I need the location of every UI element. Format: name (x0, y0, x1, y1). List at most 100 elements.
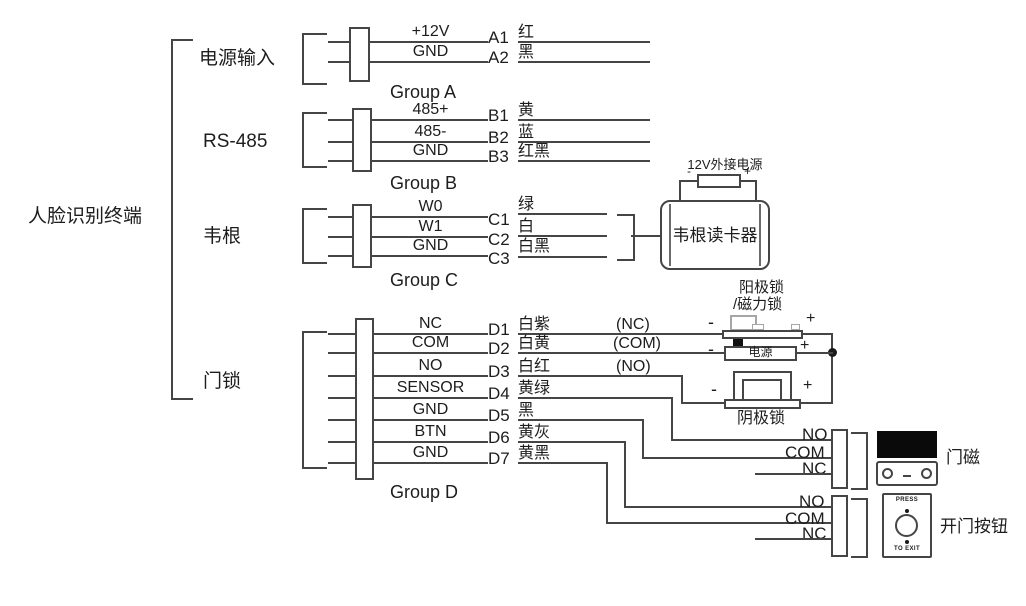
wire (372, 236, 488, 238)
color-wire (642, 419, 644, 459)
door-contact-connector (831, 429, 848, 489)
pin-label: D7 (488, 449, 510, 468)
group-d-bracket (302, 331, 327, 469)
screw-hole-icon (882, 468, 893, 479)
wire (372, 160, 488, 162)
cathode-bus-wire (799, 402, 833, 404)
wire (374, 375, 488, 377)
group-c-bracket (302, 208, 327, 264)
color-wire (518, 397, 673, 399)
wire-color-label: 黄黑 (518, 445, 551, 462)
signal-label: BTN (414, 423, 447, 440)
wire (374, 419, 488, 421)
wire (372, 119, 488, 121)
wire-color-label: 红 (518, 24, 535, 41)
color-wire (518, 213, 607, 215)
wire-stub (328, 119, 352, 121)
wiegand-reader-label: 韦根读卡器 (672, 226, 758, 245)
pin-label: A1 (488, 28, 509, 47)
wire-color-label: 白紫 (518, 316, 551, 333)
group-b-label: RS-485 (203, 131, 268, 152)
color-wire (624, 506, 831, 508)
reader-side-line (669, 204, 671, 266)
cathode-minus-sign: - (711, 379, 717, 399)
terminal-label: 人脸识别终端 (28, 206, 143, 227)
wire-stub (328, 419, 355, 421)
color-wire (518, 462, 608, 464)
wire-color-label: 黄 (518, 102, 535, 119)
color-wire (518, 333, 722, 335)
group-a-name: Group A (390, 82, 457, 102)
pin-label: B1 (488, 106, 509, 125)
screw-hole-icon (921, 468, 932, 479)
wire-stub (328, 352, 355, 354)
reader-power-wire (755, 180, 757, 200)
signal-label: NC (418, 315, 443, 332)
color-wire (606, 522, 831, 524)
wire (370, 61, 488, 63)
wire-stub (328, 333, 355, 335)
color-wire (518, 375, 683, 377)
group-d-name: Group D (390, 482, 459, 502)
cathode-lock-label: 阴极锁 (737, 410, 786, 427)
signal-label: W0 (418, 198, 443, 215)
reader-bracket (617, 214, 635, 261)
wire-color-label: 白 (518, 218, 535, 235)
anode-lock-label-line1: 阳极锁 (739, 279, 785, 296)
pin-label: D4 (488, 384, 510, 403)
pin-label: B3 (488, 147, 509, 166)
nc-stub-wire (755, 538, 831, 540)
exit-button-toexit-text: TO EXIT (893, 546, 921, 552)
wire-color-label: 蓝 (518, 124, 535, 141)
plate-notch-icon (903, 475, 911, 477)
color-wire (671, 439, 831, 441)
color-wire (518, 256, 607, 258)
door-contact-label: 门磁 (946, 448, 980, 467)
anode-lock-tab-icon (791, 324, 800, 330)
exit-button-bracket (851, 498, 868, 558)
exit-button-circle-icon (895, 514, 918, 537)
wiegand-reader-box (660, 200, 770, 270)
cathode-lock-inner-icon (742, 379, 782, 400)
reader-power-wire (679, 180, 681, 200)
color-wire (518, 235, 607, 237)
signal-label: GND (412, 142, 449, 159)
color-wire (624, 441, 626, 508)
wire-stub (328, 441, 355, 443)
color-wire (518, 160, 650, 162)
reader-link-wire (631, 235, 660, 237)
signal-label: GND (412, 237, 449, 254)
pin-label: D5 (488, 406, 510, 425)
relay-tag: (COM) (613, 335, 661, 352)
lock-bus-wire (831, 333, 833, 404)
reader-side-line (759, 204, 761, 266)
group-b-connector (352, 108, 372, 172)
cathode-lock-plate-icon (724, 399, 801, 409)
exit-button-nc-label: NC (802, 524, 827, 543)
pin-label: D6 (488, 428, 510, 447)
reader-power-wire (741, 180, 757, 182)
color-wire (642, 457, 831, 459)
exit-button-label: 开门按钮 (940, 517, 1008, 536)
signal-label: 485+ (412, 101, 449, 118)
wire (372, 216, 488, 218)
pin-label: C3 (488, 249, 510, 268)
wire-color-label: 白红 (518, 358, 551, 375)
anode-plus-sign: + (806, 310, 816, 327)
reader-power-plus: + (744, 164, 752, 178)
signal-label: SENSOR (396, 379, 465, 396)
pin-label: D1 (488, 320, 510, 339)
color-wire (518, 352, 724, 354)
wire-color-label: 黑 (518, 402, 535, 419)
group-a-connector (349, 27, 370, 82)
wire-stub (328, 41, 349, 43)
reader-power-label: 12V外接电源 (687, 157, 763, 172)
nc-stub-wire (755, 473, 831, 475)
door-contact-nc-label: NC (802, 459, 827, 478)
anode-lock-magnet-icon (733, 339, 743, 347)
exit-button-no-label: NO (799, 492, 825, 511)
color-wire (518, 141, 650, 143)
group-a-bracket (302, 33, 327, 85)
anode-lock-tab-icon (752, 324, 764, 330)
exit-button-connector (831, 495, 848, 557)
